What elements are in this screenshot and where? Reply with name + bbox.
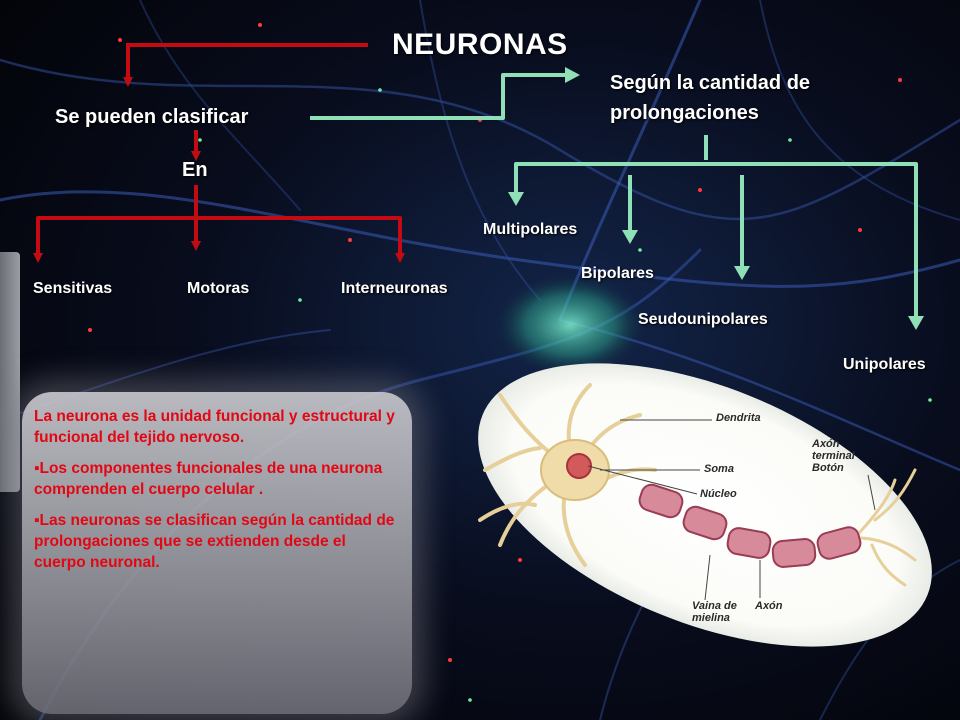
glowing-cell-body — [495, 275, 645, 375]
info-bullet-1: ▪Los componentes funcionales de una neur… — [34, 458, 399, 500]
label-nucleo: Núcleo — [700, 488, 737, 500]
type-interneuronas: Interneuronas — [341, 280, 448, 297]
process-arrows — [310, 67, 924, 330]
label-vaina-mielina: Vaina de mielina — [692, 600, 737, 624]
label-axon-terminal: Axón terminal Botón — [812, 438, 855, 474]
classify-label: Se pueden clasificar — [55, 106, 249, 128]
type-motoras: Motoras — [187, 280, 250, 297]
label-axon: Axón — [755, 600, 783, 612]
info-bullet-2-text: Las neuronas se clasifican según la cant… — [34, 512, 395, 571]
bullet-marker: ▪ — [34, 460, 40, 477]
info-panel-text: La neurona es la unidad funcional y estr… — [34, 406, 399, 583]
info-bullet-1-text: Los componentes funcionales de una neuro… — [34, 460, 383, 498]
type-unipolares: Unipolares — [843, 356, 926, 373]
label-dendrita: Dendrita — [716, 412, 761, 424]
info-bullet-2: ▪Las neuronas se clasifican según la can… — [34, 510, 399, 573]
en-label: En — [182, 159, 208, 181]
type-multipolares: Multipolares — [483, 221, 578, 238]
left-edge-bar — [0, 252, 20, 492]
label-soma: Soma — [704, 463, 734, 475]
functional-arrows — [33, 43, 405, 263]
neuron-illustration — [478, 363, 932, 647]
criterion-label: Según la cantidad de prolongaciones — [610, 72, 811, 124]
type-sensitivas: Sensitivas — [33, 280, 113, 297]
type-bipolares: Bipolares — [581, 265, 654, 282]
bullet-marker: ▪ — [34, 512, 40, 529]
info-intro: La neurona es la unidad funcional y estr… — [34, 408, 395, 446]
type-seudounipolares: Seudounipolares — [638, 311, 768, 328]
info-panel — [22, 392, 412, 714]
diagram-title: NEURONAS — [392, 28, 568, 61]
